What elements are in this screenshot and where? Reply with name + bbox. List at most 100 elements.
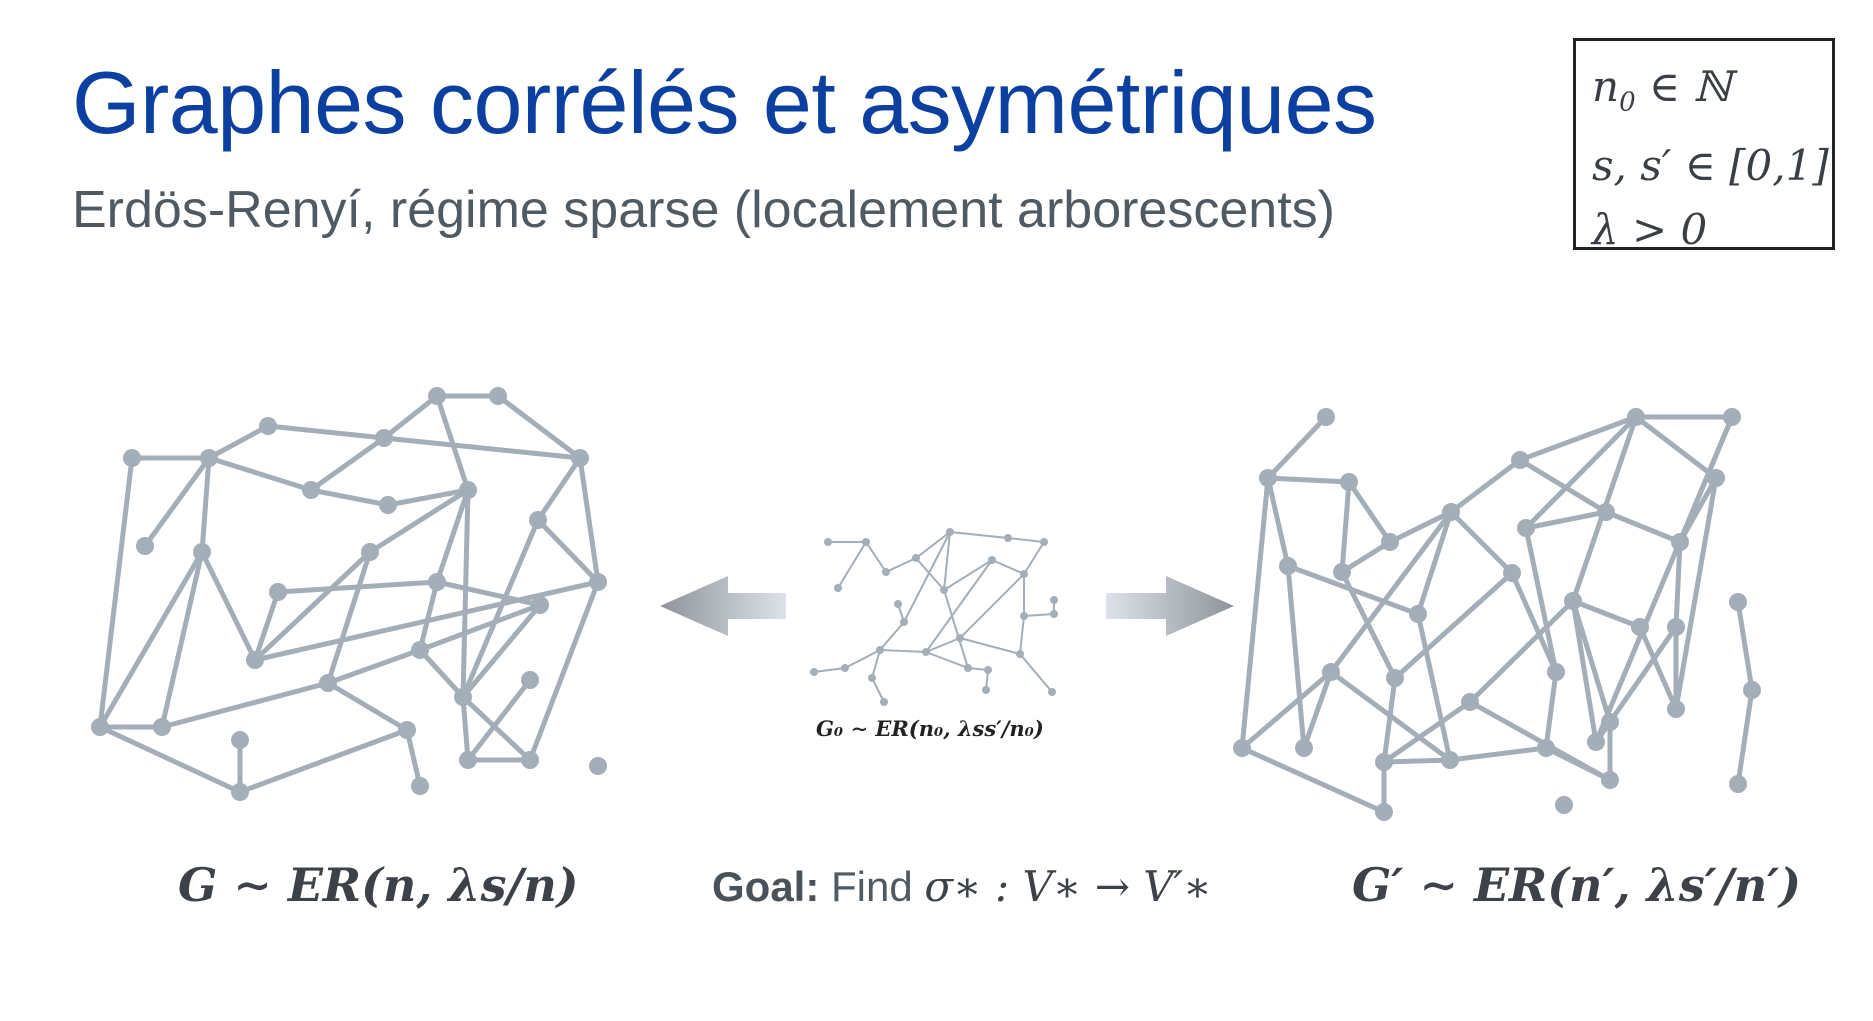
g0-graph-edge xyxy=(1019,653,1053,693)
g0-graph-node xyxy=(922,648,930,656)
g-prime-graph-edge xyxy=(1517,457,1609,515)
g-graph-edge xyxy=(577,455,601,585)
g-prime-graph-node xyxy=(1259,469,1277,487)
g-graph-node xyxy=(459,751,477,769)
goal-math: σ∗ : V∗ → V′∗ xyxy=(924,862,1212,911)
g0-graph-node xyxy=(988,556,996,564)
g-graph-edge xyxy=(252,589,281,663)
g-graph-edge xyxy=(460,694,471,763)
goal-label: Goal: xyxy=(712,863,820,910)
g-prime-graph-node xyxy=(1233,739,1251,757)
g0-graph-node xyxy=(876,646,884,654)
g-prime-graph-node xyxy=(1537,739,1555,757)
g0-graph-node xyxy=(882,568,890,576)
g-graph-node xyxy=(379,496,397,514)
g0-graph-node xyxy=(894,600,902,608)
g-graph-edge xyxy=(434,579,543,608)
g-graph-node xyxy=(231,783,249,801)
g-prime-graph-edge xyxy=(1346,479,1393,545)
g-graph-node xyxy=(529,511,547,529)
g-prime-graph-node xyxy=(1381,533,1399,551)
g-graph-edge xyxy=(325,549,373,686)
g-graph-edge xyxy=(206,455,314,493)
g-graph-node xyxy=(246,651,264,669)
g-graph-edge xyxy=(460,487,471,700)
g-prime-graph-node xyxy=(1442,503,1460,521)
g-prime-graph-node xyxy=(1511,451,1529,469)
g-graph-edge xyxy=(308,487,391,508)
g-prime-graph-node xyxy=(1667,618,1685,636)
g-prime-graph-edge xyxy=(1285,563,1307,751)
g0-graph-node xyxy=(810,668,818,676)
g-graph-edge xyxy=(495,393,583,461)
g-prime-graph-node xyxy=(1627,408,1645,426)
g-prime-graph-node xyxy=(1386,669,1404,687)
g0-graph-node xyxy=(862,538,870,546)
g-prime-graph-edge xyxy=(1509,570,1559,675)
g-prime-graph-node xyxy=(1597,503,1615,521)
g-prime-graph-edge xyxy=(1415,611,1453,763)
g-prime-graph-node xyxy=(1441,751,1459,769)
g-prime-graph-node xyxy=(1333,563,1351,581)
g-prime-graph-edge xyxy=(1415,509,1454,617)
g-graph-node xyxy=(200,449,218,467)
g-graph-edge xyxy=(252,579,601,663)
g-prime-graph-edge xyxy=(1570,598,1599,745)
g-graph-node xyxy=(531,596,549,614)
g-prime-graph-edge xyxy=(1239,669,1334,751)
g-prime-graph-node xyxy=(1707,469,1725,487)
g0-graph-node xyxy=(1020,612,1028,620)
g-prime-graph-edge xyxy=(1633,414,1719,481)
g-graph-edge xyxy=(535,455,583,523)
g-graph-edge xyxy=(460,602,543,700)
g-prime-graph-node xyxy=(1555,796,1573,814)
g-graph-edge xyxy=(417,602,543,653)
g0-graph-node xyxy=(1048,688,1056,696)
g0-graph-edge xyxy=(885,557,917,573)
g-prime-graph-edge xyxy=(1543,669,1559,751)
g-prime-graph-node xyxy=(1503,564,1521,582)
g-prime-graph-node xyxy=(1723,408,1741,426)
slide-title: Graphes corrélés et asymétriques xyxy=(72,53,1377,152)
g-prime-graph-node xyxy=(1601,713,1619,731)
g0-graph-edge xyxy=(943,559,993,591)
graph-g xyxy=(91,387,607,801)
g-graph-edge xyxy=(381,435,583,461)
parameters-box: n0 ∈ ℕ s, s′ ∈ [0,1] λ > 0 xyxy=(1573,38,1835,254)
g-graph-node xyxy=(231,731,249,749)
g0-graph-edge xyxy=(879,621,905,651)
g0-graph-edge xyxy=(1007,537,1045,543)
g-graph-node xyxy=(589,757,607,775)
g0-graph-node xyxy=(982,686,990,694)
g-prime-graph-edge xyxy=(1523,414,1639,531)
graph-g-prime xyxy=(1233,408,1761,821)
g-graph-node xyxy=(398,721,416,739)
g-graph-edge xyxy=(206,423,271,461)
g-graph-edge xyxy=(252,549,373,663)
g0-graph-edge xyxy=(871,677,885,703)
g-graph-edge xyxy=(434,393,471,493)
g-prime-graph-edge xyxy=(1381,699,1473,765)
param-n0: n0 ∈ ℕ xyxy=(1592,62,1732,118)
g-prime-graph-edge xyxy=(1239,475,1271,751)
g-prime-graph-node xyxy=(1547,663,1565,681)
g0-graph-node xyxy=(1050,596,1058,604)
g-prime-graph-edge xyxy=(1673,539,1683,630)
g-graph-edge xyxy=(385,487,471,508)
g-prime-graph-edge xyxy=(1381,675,1398,765)
g-graph-edge xyxy=(142,455,212,549)
g0-graph-edge xyxy=(1023,613,1055,617)
g-prime-graph-node xyxy=(1317,408,1335,426)
g0-graph-node xyxy=(946,528,954,536)
g-graph-edge xyxy=(159,680,331,730)
g0-graph-edge xyxy=(865,541,887,573)
arrow-left-icon xyxy=(660,576,786,636)
g0-graph-edge xyxy=(949,531,1009,539)
g-graph-edge xyxy=(417,647,466,700)
g-graph-node xyxy=(454,688,472,706)
g0-graph-edge xyxy=(925,559,993,653)
g0-graph-node xyxy=(824,538,832,546)
g0-graph-node xyxy=(984,666,992,674)
g0-graph-edge xyxy=(871,649,881,679)
